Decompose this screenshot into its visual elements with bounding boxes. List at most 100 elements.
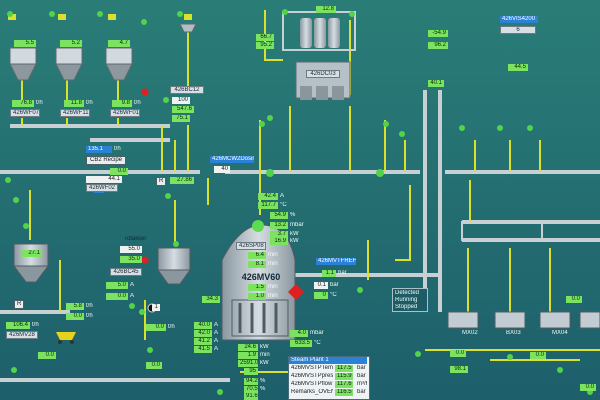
- mixer-v-d-unit: min: [268, 293, 278, 299]
- mixer-left-v4: 41.2: [194, 338, 212, 345]
- bin2-level: 5.2: [60, 40, 82, 47]
- mixer-v-a: 6.4: [248, 252, 266, 259]
- mixer-mbar: 13.2: [270, 222, 288, 229]
- totaliser-left-value: 5.0: [106, 282, 128, 289]
- table-row-unit: bar: [357, 365, 366, 371]
- right-bottom-v1: 0.0: [450, 350, 466, 357]
- dust-filter-unit: [282, 11, 356, 100]
- filter-tag[interactable]: 426DC03: [306, 70, 340, 78]
- steam-v3: 0: [314, 292, 328, 299]
- mixer-v-b: 8.1: [248, 261, 266, 268]
- mixer-mbar-unit: mbar: [290, 222, 304, 228]
- table-row-label: 426MVSTPTemp: [291, 365, 333, 371]
- mixer-bottom-v5-unit: %: [260, 378, 266, 384]
- weigh-tag[interactable]: 426WF02: [86, 184, 118, 192]
- mixer-left-v1: 34.3: [202, 296, 220, 303]
- table-row-unit: bar: [357, 389, 366, 395]
- steam-v1: 1.1: [322, 270, 336, 277]
- filter-v3: -54.9: [428, 30, 448, 37]
- totaliser-a-unit: A: [130, 293, 135, 299]
- left-tank-tag[interactable]: 426MV28: [6, 331, 38, 339]
- table-row-label: 426MVSTPpres: [291, 373, 333, 379]
- bin3-weight: 9.8: [112, 100, 132, 107]
- legend-item-2: Running: [395, 297, 418, 303]
- right-bottom-v2: 0.0: [530, 352, 546, 359]
- mixer-top-value1-unit: A: [280, 193, 285, 199]
- mid-pct-value: 44.1: [86, 176, 122, 183]
- bin1-tag[interactable]: 426WF07: [10, 109, 40, 117]
- filter-v2: 95.2: [256, 42, 274, 49]
- weigh-v1: 5.8: [66, 303, 84, 310]
- mixer-bottom-v2: 1.9: [238, 352, 258, 359]
- storage-bins: [8, 14, 197, 81]
- mixer-bottom-v3: 2591.0: [238, 360, 258, 367]
- weigh-v2: 0.0: [66, 313, 84, 320]
- right-tank-tag[interactable]: 426BC12: [170, 86, 204, 94]
- totaliser-a2-unit: t/h: [168, 324, 175, 330]
- mixer-right-v1-unit: mbar: [310, 330, 324, 336]
- alarm-indicator: [141, 88, 149, 96]
- bin2-weight: 11.8: [64, 100, 84, 107]
- bin1-weight-unit: t/h: [36, 100, 43, 106]
- steam-v1-unit: bar: [338, 270, 347, 276]
- table-row-value: 117.6: [335, 381, 353, 388]
- totaliser-value1: 55.0: [120, 246, 142, 253]
- bin3-tag[interactable]: 426WF01: [110, 109, 140, 117]
- mixer-v-c: 1.5: [248, 284, 266, 291]
- status-dots: [5, 9, 593, 395]
- right-tank-value1: 100: [172, 97, 190, 104]
- table-row-value: 115.9: [335, 373, 353, 380]
- right-tank-value3: 75.1: [172, 115, 190, 122]
- right-bottom-v4: 98.1: [450, 366, 468, 373]
- steam-v2: 0.1: [314, 282, 328, 289]
- cb2-recipe-button[interactable]: CB2 Recipe: [86, 156, 126, 165]
- alarm-indicator-totaliser: [141, 256, 149, 264]
- table-row-value: 116.5: [335, 389, 353, 396]
- mixer-bottom-v7: 91.6: [244, 393, 258, 400]
- right-top-value: 40.1: [428, 80, 444, 87]
- table-row-label: 426MVSTPflow: [291, 381, 333, 387]
- left-tank-bottom-value: 106.4: [6, 322, 30, 329]
- filter-status-box[interactable]: 6: [500, 26, 536, 34]
- mixer-pct: 54.9: [270, 212, 288, 219]
- bin2-tag[interactable]: 426WF11: [60, 109, 90, 117]
- mixer-v-a-unit: min: [268, 252, 278, 258]
- filter-level: 12.8: [316, 6, 336, 13]
- mixer-top-value2: 117.7: [258, 202, 278, 209]
- left-tank-bottom-unit: t/h: [32, 322, 39, 328]
- r-button[interactable]: R: [156, 177, 166, 186]
- mixer-top-value1: 42.4: [258, 193, 278, 200]
- mixer-bottom-v6-unit: %: [260, 386, 266, 392]
- mixer-top-tag[interactable]: 426SP08: [236, 242, 266, 250]
- filter-v4: 96.2: [428, 42, 448, 49]
- weigh-v1-unit: t/h: [86, 303, 93, 309]
- totaliser-a-value: 0.0: [106, 293, 128, 300]
- bin1-level: 5.5: [14, 40, 36, 47]
- totaliser-value2: 35.0: [120, 256, 142, 263]
- left-tank-value: 27.1: [22, 250, 42, 257]
- mixer-right-v1: 4.0: [290, 330, 308, 337]
- mixer-left-v2-unit: A: [214, 322, 219, 328]
- totaliser-tag[interactable]: 426BC45: [110, 268, 142, 276]
- right-col-3: MX04: [552, 330, 568, 336]
- mixer-bottom-v2-unit: min: [260, 352, 270, 358]
- right-tank-value2: 547.6: [172, 106, 194, 113]
- totaliser-unit: A: [130, 282, 135, 288]
- table-row-label: Remarks_OVEN: [291, 389, 333, 395]
- right-bottom-v3: 0.0: [566, 296, 582, 303]
- right-col-2: BX03: [506, 330, 521, 336]
- mixer-pct-unit: %: [290, 212, 296, 218]
- bin2-weight-unit: t/h: [86, 100, 93, 106]
- totaliser-small-box: 1: [152, 304, 160, 311]
- mixer-left-v4-unit: A: [214, 338, 219, 344]
- mixer-top-value2-unit: °C: [280, 202, 287, 208]
- mixer-left-v3-unit: A: [214, 330, 219, 336]
- right-top-box: 426VIS4200: [500, 16, 538, 23]
- right-col-1: MX02: [462, 330, 478, 336]
- left-r-button[interactable]: R: [14, 300, 24, 309]
- legend-box: Detected Running Stopped: [392, 288, 428, 312]
- weigh-v3: 0.0: [110, 168, 128, 175]
- bottom-left-value: 0.0: [146, 362, 162, 369]
- mixer-kw2: 16.9: [270, 238, 288, 245]
- dosing-value: 40: [214, 166, 230, 173]
